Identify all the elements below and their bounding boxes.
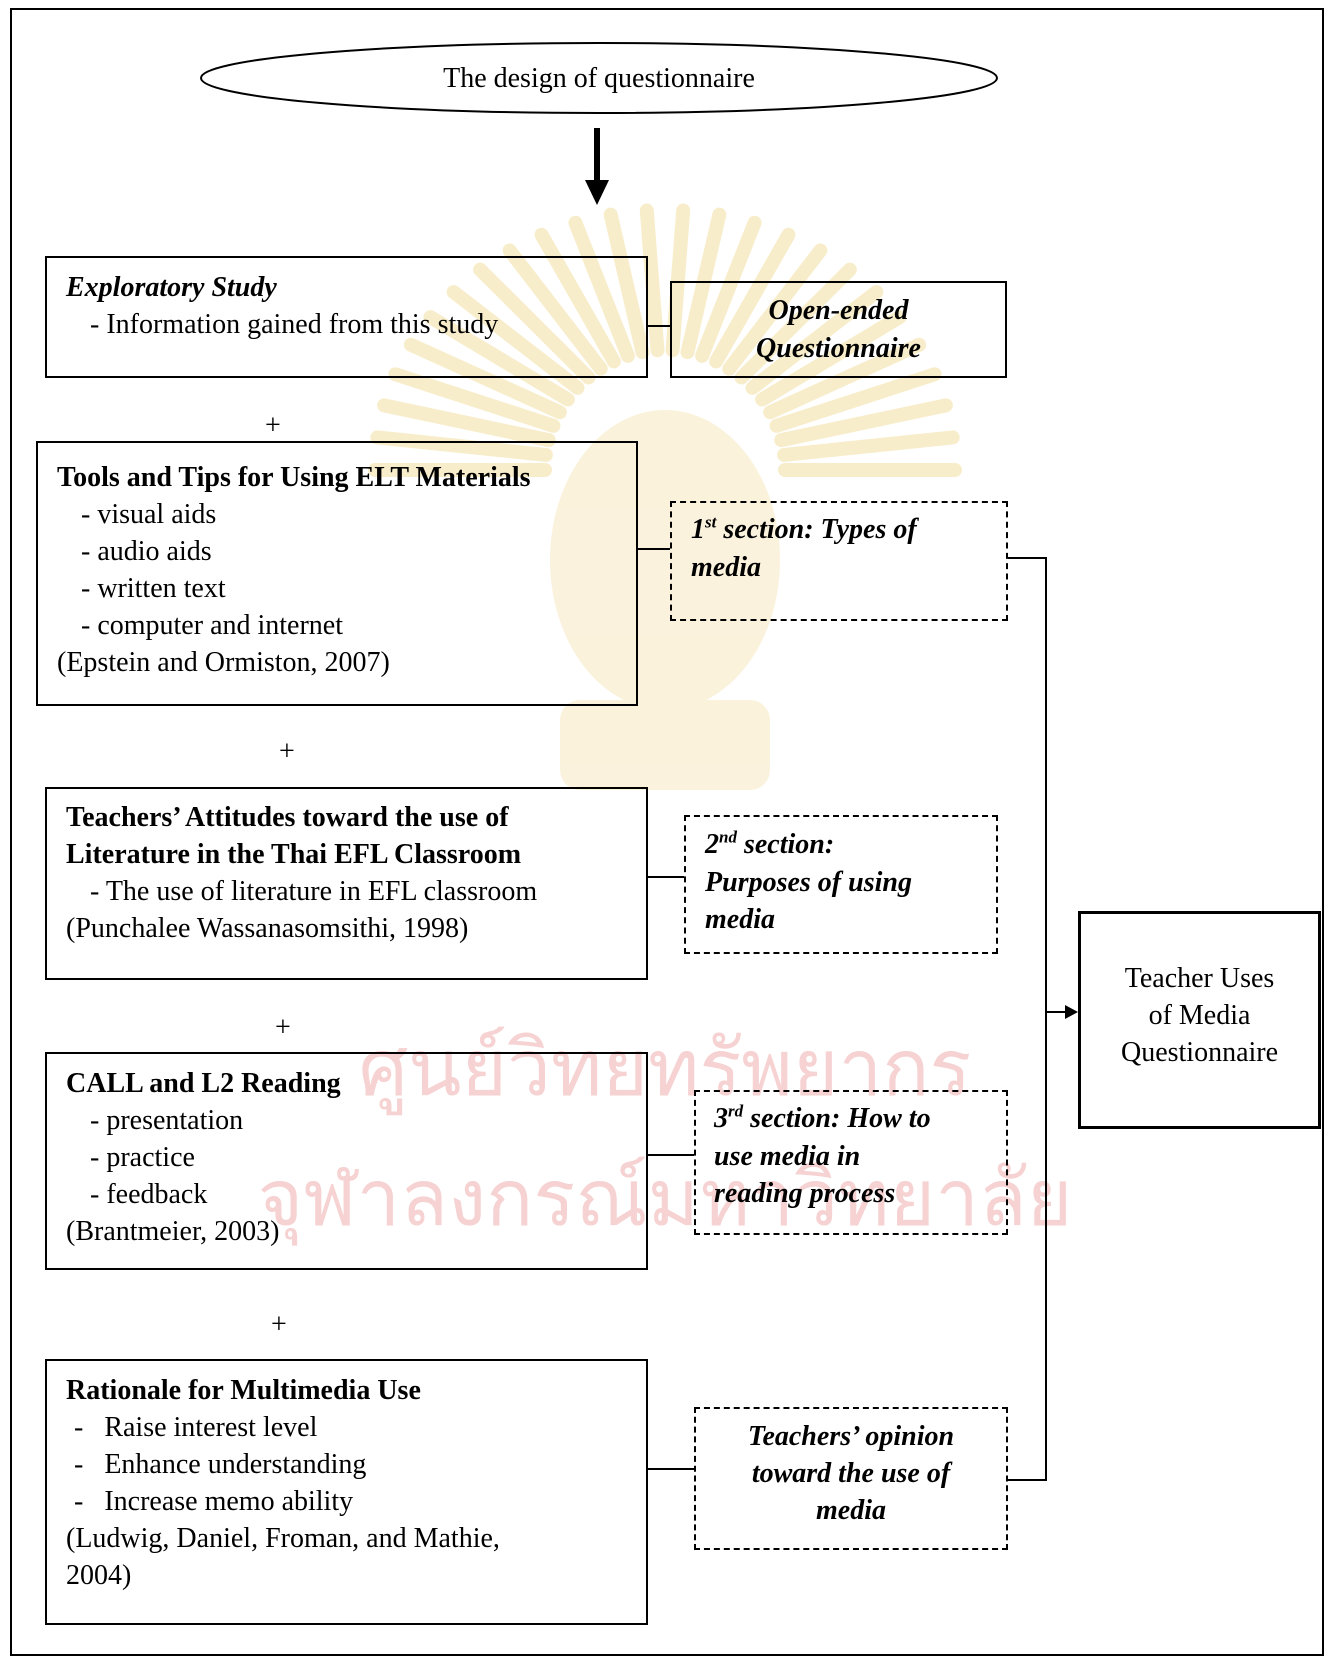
result-line3: Questionnaire — [1120, 1037, 1279, 1068]
down-arrow-head — [585, 180, 609, 205]
rationale-item-memo: - Increase memo ability — [74, 1486, 354, 1517]
section2-line3: media — [705, 904, 775, 935]
call-heading: CALL and L2 Reading — [66, 1068, 341, 1099]
tools-item-computer: - computer and internet — [81, 610, 344, 641]
attitudes-citation: (Punchalee Wassanasomsithi, 1998) — [66, 913, 469, 944]
section2-box — [684, 815, 998, 954]
open-ended-line1: Open-ended — [768, 295, 909, 326]
page-frame — [10, 8, 1324, 1656]
attitudes-heading-line1: Teachers’ Attitudes toward the use of — [66, 802, 509, 833]
title-ellipse — [200, 42, 998, 114]
opinion-line3: media — [816, 1495, 886, 1526]
opinion-line2: toward the use of — [751, 1458, 951, 1489]
result-line2: of Media — [1148, 1000, 1251, 1031]
tools-item-written: - written text — [81, 573, 226, 604]
section3-line3: reading process — [714, 1178, 896, 1209]
section2-line1: 2nd section: — [705, 827, 834, 863]
opinion-box — [694, 1407, 1008, 1550]
connector-attitudes — [648, 876, 684, 878]
section3-sup: rd — [728, 1101, 744, 1121]
opinion-line1: Teachers’ opinion — [747, 1421, 955, 1452]
result-line1: Teacher Uses — [1124, 963, 1275, 994]
section2-num: 2 — [705, 829, 719, 860]
section2-sup: nd — [719, 827, 737, 847]
call-item-practice: - practice — [90, 1142, 195, 1173]
section3-box — [694, 1090, 1008, 1235]
section3-rest: section: How to — [743, 1103, 931, 1134]
bracket-vertical-line — [1045, 557, 1047, 1481]
tools-tips-box — [36, 441, 638, 706]
plus-sign-3: + — [275, 1012, 291, 1043]
title-connector — [200, 42, 998, 205]
result-box — [1078, 911, 1321, 1129]
call-box — [45, 1052, 648, 1270]
open-ended-box — [670, 281, 1007, 378]
section1-box — [670, 501, 1008, 621]
section2-rest: section: — [736, 829, 835, 860]
rationale-heading: Rationale for Multimedia Use — [66, 1375, 421, 1406]
attitudes-item: - The use of literature in EFL classroom — [90, 876, 538, 907]
section1-rest: section: Types of — [716, 514, 917, 545]
tools-item-audio: - audio aids — [81, 536, 212, 567]
attitudes-box — [45, 787, 648, 980]
open-ended-line2: Questionnaire — [756, 333, 921, 364]
bracket-top-stub — [1008, 557, 1046, 559]
tools-citation: (Epstein and Ormiston, 2007) — [57, 647, 390, 678]
exploratory-study-item: - Information gained from this study — [90, 309, 499, 340]
section3-num: 3 — [714, 1103, 728, 1134]
tools-item-visual: - visual aids — [81, 499, 217, 530]
connector-rationale — [648, 1468, 694, 1470]
section3-line2: use media in — [714, 1141, 861, 1172]
tools-tips-heading: Tools and Tips for Using ELT Materials — [57, 462, 531, 493]
plus-sign-1: + — [265, 410, 281, 441]
attitudes-heading-line2: Literature in the Thai EFL Classroom — [66, 839, 522, 870]
rationale-item-understanding: - Enhance understanding — [74, 1449, 367, 1480]
section1-line2: media — [691, 552, 761, 583]
rationale-citation-line1: (Ludwig, Daniel, Froman, and Mathie, — [66, 1523, 500, 1554]
rationale-box — [45, 1359, 648, 1625]
section1-sup: st — [705, 512, 717, 532]
call-item-presentation: - presentation — [90, 1105, 244, 1136]
exploratory-study-heading: Exploratory Study — [66, 272, 277, 303]
call-item-feedback: - feedback — [90, 1179, 208, 1210]
connector-call — [648, 1154, 694, 1156]
section2-line2: Purposes of using — [705, 867, 912, 898]
section1-line1: 1st section: Types of — [691, 512, 917, 548]
rationale-item-interest: - Raise interest level — [74, 1412, 318, 1443]
diagram-title: The design of questionnaire — [443, 63, 755, 94]
result-arrow — [1045, 1005, 1078, 1019]
plus-sign-4: + — [271, 1309, 287, 1340]
section3-line1: 3rd section: How to — [714, 1101, 931, 1137]
section1-num: 1 — [691, 514, 705, 545]
plus-sign-2: + — [279, 736, 295, 767]
exploratory-study-box — [45, 256, 648, 378]
connector-exploratory — [648, 325, 670, 327]
connector-tools — [638, 548, 670, 550]
call-citation: (Brantmeier, 2003) — [66, 1216, 280, 1247]
bracket-bottom-stub — [1008, 1479, 1046, 1481]
rationale-citation-line2: 2004) — [66, 1560, 132, 1591]
